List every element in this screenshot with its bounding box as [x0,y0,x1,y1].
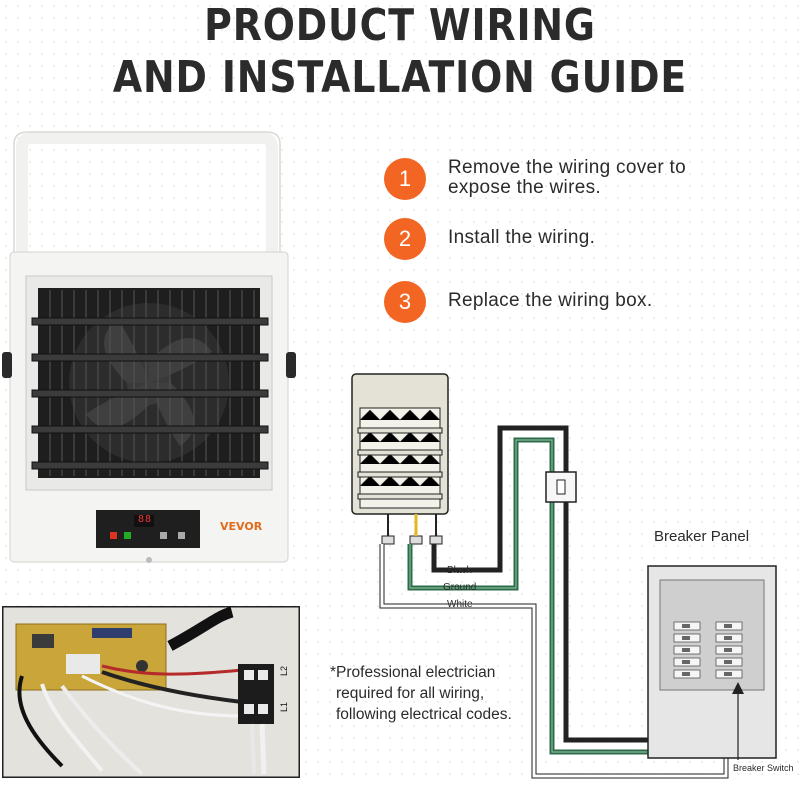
terminal-label-l1: L1 [279,701,290,713]
note-line: required for all wiring, [336,685,485,702]
step-text: Install the wiring. [448,227,596,248]
wire-label-ground: Ground [443,582,477,593]
wire-label-white: White [447,599,473,610]
step-number-badge: 2 [384,218,426,260]
note-line: following electrical codes. [336,706,512,723]
step-number-badge: 3 [384,281,426,323]
note-line: *Professional electrician [330,664,496,681]
breaker-switch-label: Breaker Switch [733,763,794,773]
terminal-wiring-photo [2,606,300,778]
vevor-logo: VEVOR [220,520,263,533]
step-text-line: Remove the wiring cover to [448,157,687,178]
terminal-label-l2: L2 [279,665,290,677]
wire-label-black: Black [447,565,472,576]
step-number-badge: 1 [384,158,426,200]
heater-product-image [2,131,296,563]
electrician-note: *Professional electrician required for a… [330,662,570,725]
step-text-line: expose the wires. [448,177,601,198]
wiring-diagram [351,373,777,779]
heater-display-reading: 88 [138,514,153,525]
page-title-line1: PRODUCT WIRING [204,0,596,51]
step-text: Remove the wiring cover to expose the wi… [448,158,778,198]
page-title-line2: AND INSTALLATION GUIDE [112,52,688,103]
step-text: Replace the wiring box. [448,290,653,311]
breaker-panel-label: Breaker Panel [654,528,750,545]
